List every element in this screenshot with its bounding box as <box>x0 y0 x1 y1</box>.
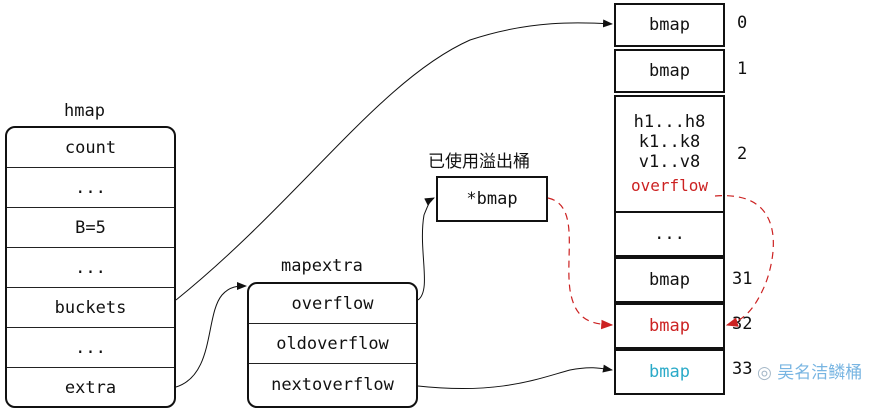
watermark: ◎ 吴名洁鳞桶 <box>757 358 862 383</box>
bucket-2-keys: k1..k8 <box>638 132 701 152</box>
hmap-struct: count ... B=5 ... buckets ... extra <box>5 126 176 408</box>
mapextra-title: mapextra <box>281 256 363 276</box>
bucket-index-31: 31 <box>732 269 753 289</box>
mapextra-field-nextoverflow: nextoverflow <box>271 375 394 395</box>
mapextra-field-overflow: overflow <box>249 284 416 324</box>
bucket-2-values: v1..v8 <box>638 152 701 172</box>
watermark-logo-icon: ◎ <box>757 363 772 383</box>
hmap-field-extra: extra <box>64 378 117 398</box>
hmap-field-ellipsis-3: ... <box>7 328 174 368</box>
mapextra-struct: overflow oldoverflow nextoverflow <box>247 282 418 408</box>
bucket-31: bmap <box>614 257 725 303</box>
bucket-index-33: 33 <box>732 359 753 379</box>
watermark-text: 吴名洁鳞桶 <box>777 363 863 383</box>
bucket-2-tophash: h1...h8 <box>633 112 706 132</box>
bucket-ellipsis: ... <box>614 211 725 257</box>
hmap-title: hmap <box>64 101 105 121</box>
overflow-bmap-pointer: *bmap <box>436 176 548 222</box>
mapextra-field-oldoverflow: oldoverflow <box>249 324 416 364</box>
hmap-field-b: B=5 <box>7 208 174 248</box>
bucket-index-1: 1 <box>737 59 748 79</box>
bucket-1: bmap <box>614 49 725 93</box>
hmap-field-buckets: buckets <box>7 288 174 328</box>
arrow-overflow-to-used-bucket <box>417 197 435 301</box>
bucket-index-0: 0 <box>737 13 748 33</box>
bucket-2: h1...h8 k1..k8 v1..v8 overflow <box>614 95 725 213</box>
hmap-field-ellipsis-2: ... <box>7 248 174 288</box>
hmap-field-ellipsis-1: ... <box>7 168 174 208</box>
bucket-index-2: 2 <box>737 144 748 164</box>
used-overflow-title: 已使用溢出桶 <box>428 152 530 172</box>
arrow-used-bucket-to-bucket-32 <box>547 197 614 330</box>
hmap-field-count: count <box>7 128 174 168</box>
bucket-array: bmap bmap h1...h8 k1..k8 v1..v8 overflow… <box>614 3 725 395</box>
arrow-extra-to-mapextra <box>175 282 247 388</box>
bucket-32: bmap <box>614 303 725 349</box>
arrow-bucket2-overflow-to-bucket-32 <box>714 195 774 327</box>
bucket-33: bmap <box>614 349 725 395</box>
arrow-buckets-to-bucket-0 <box>175 19 613 301</box>
bucket-0: bmap <box>614 3 725 47</box>
bucket-2-overflow: overflow <box>630 176 709 195</box>
arrow-nextoverflow-to-bucket-33 <box>417 364 613 390</box>
